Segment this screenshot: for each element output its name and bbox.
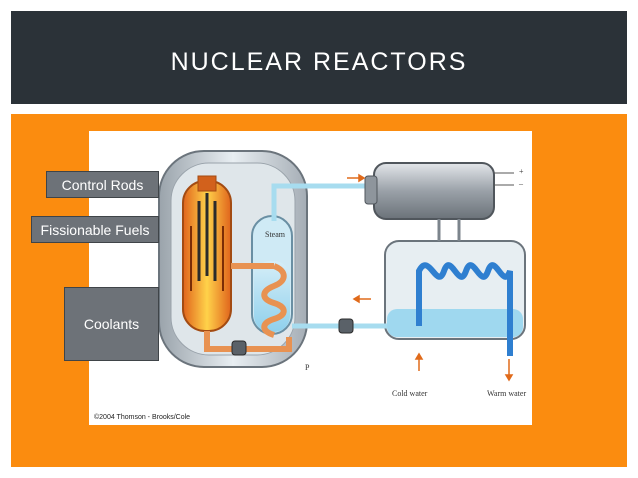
flow-arrows (347, 173, 514, 382)
condenser (384, 219, 526, 356)
warm-water-label: Warm water (487, 389, 527, 398)
fuel-rods (190, 226, 224, 291)
plus-terminal-label: + (519, 167, 524, 176)
slide-title: NUCLEAR REACTORS (170, 48, 468, 76)
cold-water-label: Cold water (392, 389, 428, 398)
minus-terminal-label: – (519, 179, 523, 188)
reactor-diagram-svg (158, 150, 526, 382)
primary-loop (204, 263, 292, 352)
steam-line (271, 183, 371, 221)
steam-label: Steam (265, 230, 285, 239)
turbine (364, 162, 514, 220)
copyright-text: ©2004 Thomson - Brooks/Cole (94, 414, 191, 421)
coolants-label: Coolants (64, 287, 159, 361)
feedwater-pump (338, 318, 354, 334)
control-rods-label: Control Rods (46, 171, 159, 198)
control-rods (197, 193, 217, 281)
pump-label: P (305, 363, 310, 372)
fissionable-fuels-label: Fissionable Fuels (31, 216, 159, 243)
primary-pump (231, 340, 247, 356)
reactor-diagram: Steam P Cold water Warm water + – ©2004 … (89, 131, 532, 425)
title-bar: NUCLEAR REACTORS (11, 11, 627, 104)
